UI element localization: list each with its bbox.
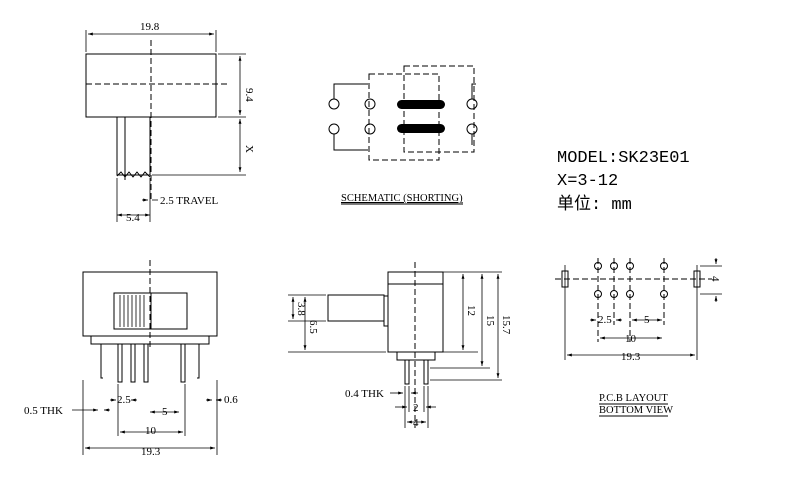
side-gap-label: 2 xyxy=(413,402,419,414)
side-view: 3.8 6.5 12 15 15.7 0.4 THK 2 4 xyxy=(288,262,512,429)
front-pitch-label: 2.5 xyxy=(117,394,131,406)
pcb-pitch-label: 2.5 xyxy=(598,314,612,326)
side-width-label: 4 xyxy=(413,417,419,429)
front-view: 19.3 10 2.5 5 0.5 THK 0.6 xyxy=(24,260,238,458)
x-range-text: X=3-12 xyxy=(557,172,618,191)
front-pitch2-label: 5 xyxy=(162,406,168,418)
top-view-handle xyxy=(116,116,151,176)
model-info: MODEL:SK23E01 X=3-12 单位: mm xyxy=(557,149,690,215)
front-overall-label: 19.3 xyxy=(141,446,161,458)
pcb-holes xyxy=(594,262,668,298)
pcb-row-label: 4 xyxy=(709,276,721,282)
top-view-height-label: 9.4 xyxy=(243,88,255,102)
top-view: 19.8 9.4 X 2.5 TRAVEL 5.4 xyxy=(85,21,255,224)
model-text: MODEL:SK23E01 xyxy=(557,149,690,168)
travel-label: 2.5 TRAVEL xyxy=(160,195,219,207)
front-span-label: 10 xyxy=(145,425,157,437)
pcb-layout: 4 2.5 5 10 19.3 P.C.B LAYOUT BOTTOM VIEW xyxy=(555,258,722,417)
top-view-width-label: 19.8 xyxy=(140,21,160,33)
side-h2-label: 6.5 xyxy=(307,320,319,334)
front-thk-label: 0.5 THK xyxy=(24,405,63,417)
side-h4-label: 15 xyxy=(484,315,496,327)
side-h1-label: 3.8 xyxy=(295,302,307,316)
pcb-overall-label: 19.3 xyxy=(621,351,641,363)
pcb-title-1: P.C.B LAYOUT xyxy=(599,393,668,404)
side-view-lever xyxy=(327,294,385,322)
handle-width-label: 5.4 xyxy=(126,212,140,224)
side-h5-label: 15.7 xyxy=(500,315,512,335)
front-pin-width-label: 0.6 xyxy=(224,394,238,406)
side-thk-label: 0.4 THK xyxy=(345,388,384,400)
pcb-pitch2-label: 5 xyxy=(644,314,650,326)
side-h3-label: 12 xyxy=(465,305,477,316)
unit-text: 单位: mm xyxy=(557,194,632,215)
top-view-x-label: X xyxy=(243,145,255,153)
pcb-title-2: BOTTOM VIEW xyxy=(599,405,673,416)
schematic-caption: SCHEMATIC (SHORTING) xyxy=(341,193,463,204)
schematic: SCHEMATIC (SHORTING) xyxy=(328,65,478,205)
pcb-span-label: 10 xyxy=(625,333,637,345)
